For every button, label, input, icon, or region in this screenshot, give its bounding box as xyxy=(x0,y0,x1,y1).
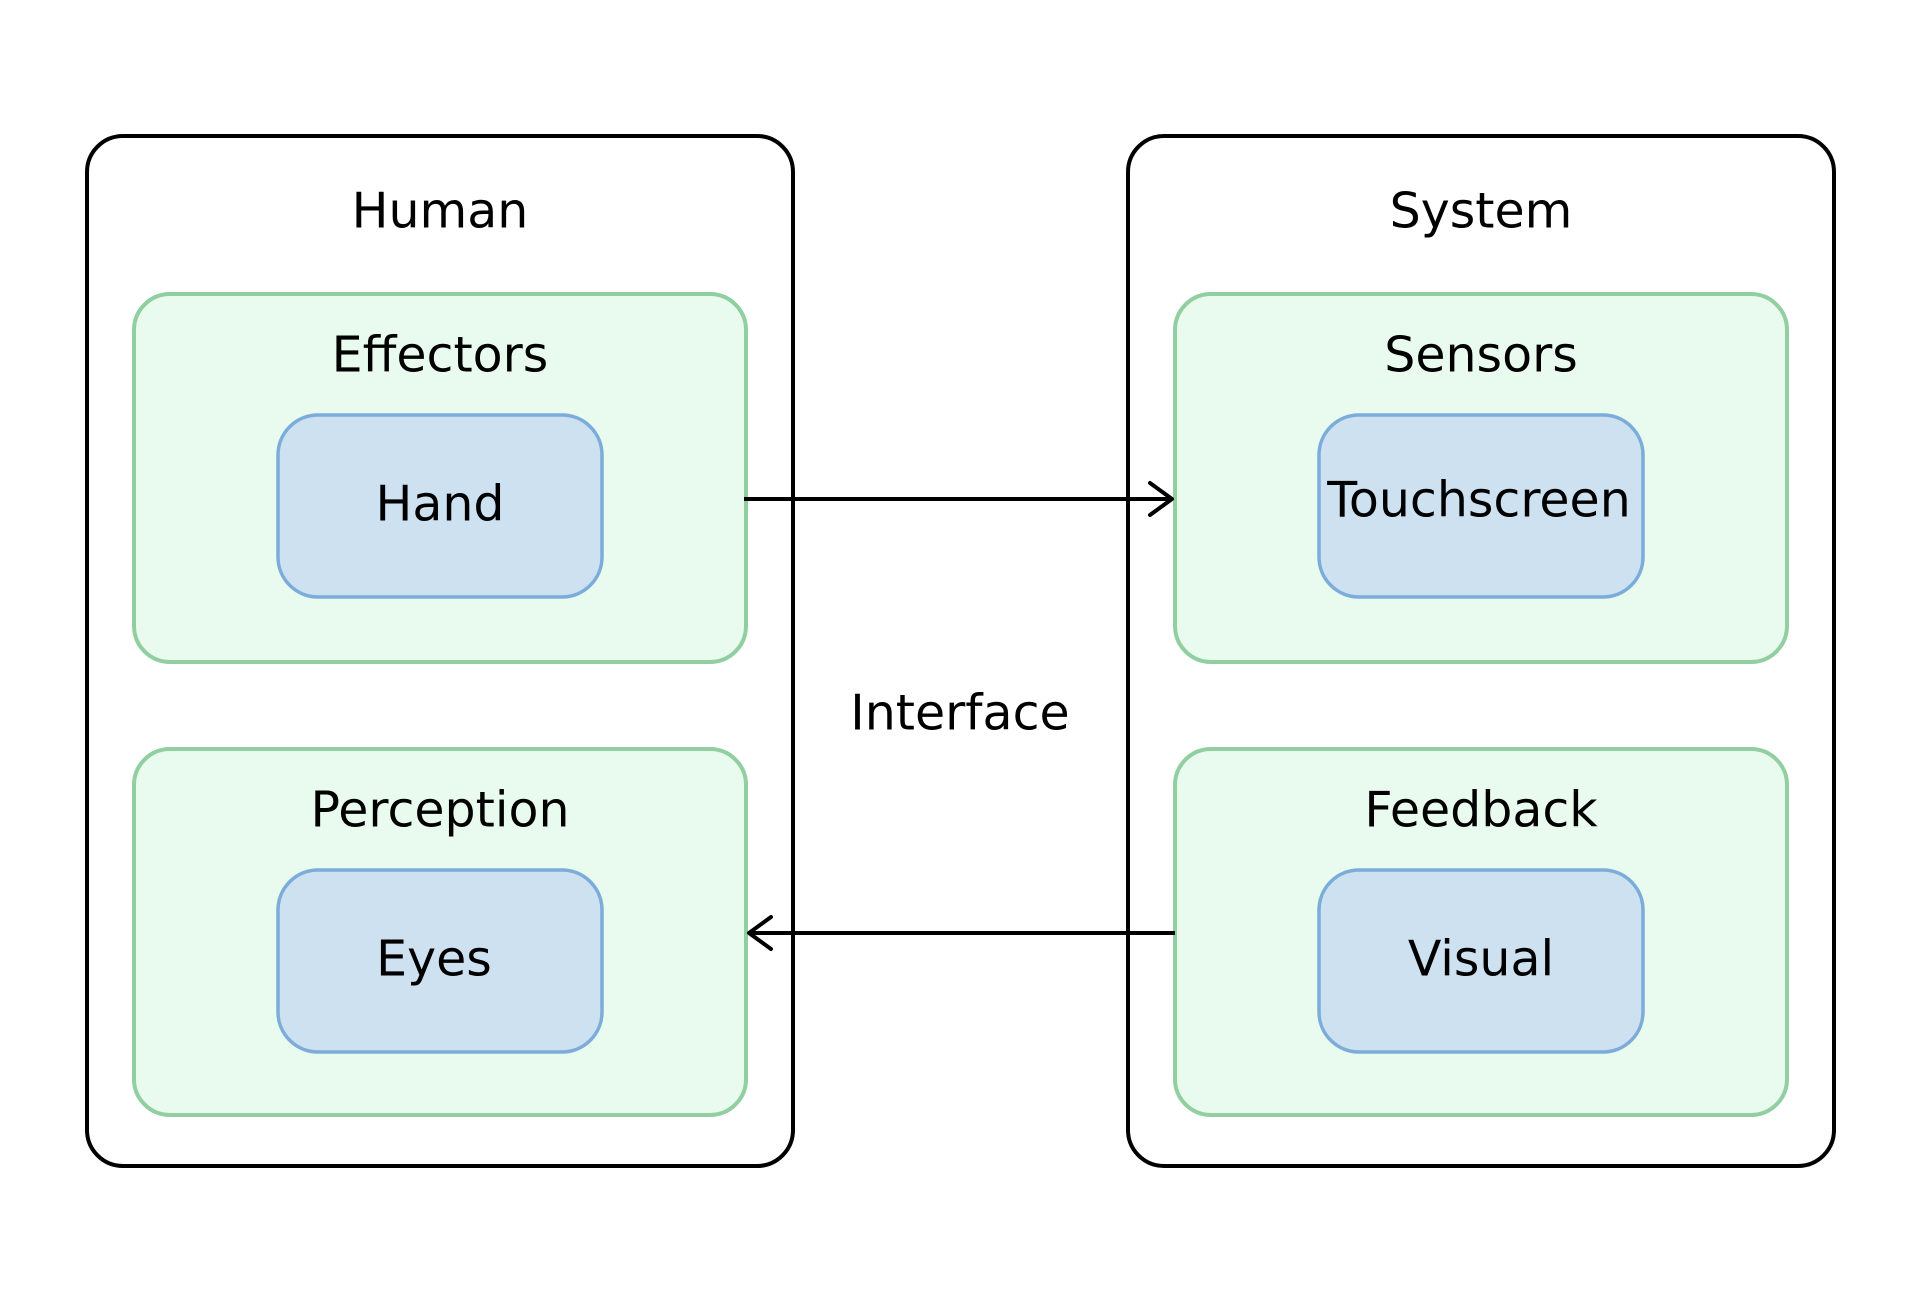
interface-label: Interface xyxy=(850,685,1069,742)
touchscreen-label: Touchscreen xyxy=(1326,472,1631,529)
sensors-group: Sensors Touchscreen xyxy=(1173,292,1789,664)
effectors-title: Effectors xyxy=(332,327,549,384)
eyes-box xyxy=(276,868,604,1054)
sensors-title: Sensors xyxy=(1384,327,1578,384)
system-container: System Sensors Touchscreen Feedback Visu… xyxy=(1126,134,1836,1168)
effectors-group: Effectors Hand xyxy=(132,292,748,664)
perception-group: Perception Eyes xyxy=(132,747,748,1117)
human-title: Human xyxy=(352,183,529,240)
hand-box xyxy=(276,413,604,599)
arrow-head-right xyxy=(1148,481,1174,517)
visual-label: Visual xyxy=(1408,931,1554,988)
system-title: System xyxy=(1390,183,1573,240)
feedback-group: Feedback Visual xyxy=(1173,747,1789,1117)
feedback-title: Feedback xyxy=(1364,782,1598,839)
perception-title: Perception xyxy=(310,782,569,839)
human-container: Human Effectors Hand Perception Eyes xyxy=(85,134,795,1168)
arrow-head-left xyxy=(747,915,773,951)
visual-box xyxy=(1317,868,1645,1054)
touchscreen-box xyxy=(1317,413,1645,599)
hand-label: Hand xyxy=(375,476,504,533)
arrow-feedback-to-perception xyxy=(747,915,1175,951)
eyes-label: Eyes xyxy=(376,931,492,988)
arrow-effectors-to-sensors xyxy=(744,481,1174,517)
